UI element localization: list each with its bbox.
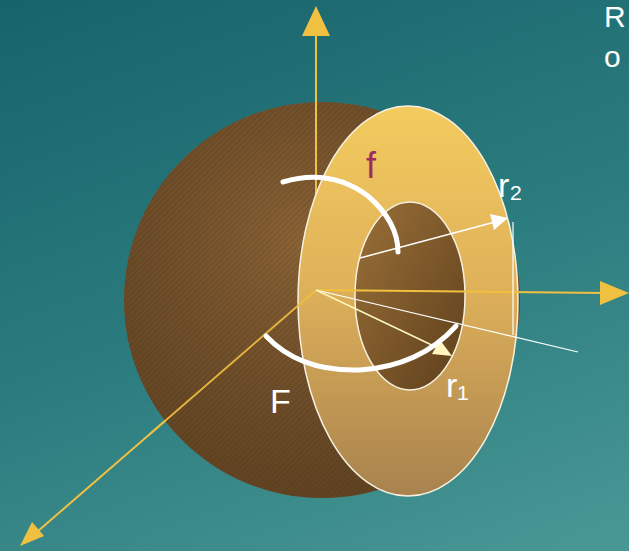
radius-label: r₁ — [446, 368, 469, 402]
title-fragment: o — [604, 42, 621, 72]
axis-arrowhead — [20, 522, 44, 546]
title-fragment: R — [604, 2, 626, 32]
radius-label: r₂ — [498, 168, 523, 202]
axis-arrowhead — [600, 281, 629, 305]
inner-hole — [355, 202, 465, 390]
sphere — [124, 102, 520, 498]
annulus — [298, 106, 518, 496]
x-axis — [316, 290, 605, 293]
radius-arrow — [316, 290, 438, 348]
force-label: F — [270, 384, 291, 418]
radius-arrow — [360, 222, 495, 258]
force-arc — [283, 177, 398, 252]
force-arc — [266, 326, 456, 370]
axis-arrowhead — [302, 6, 330, 36]
force-label: f — [366, 148, 376, 184]
